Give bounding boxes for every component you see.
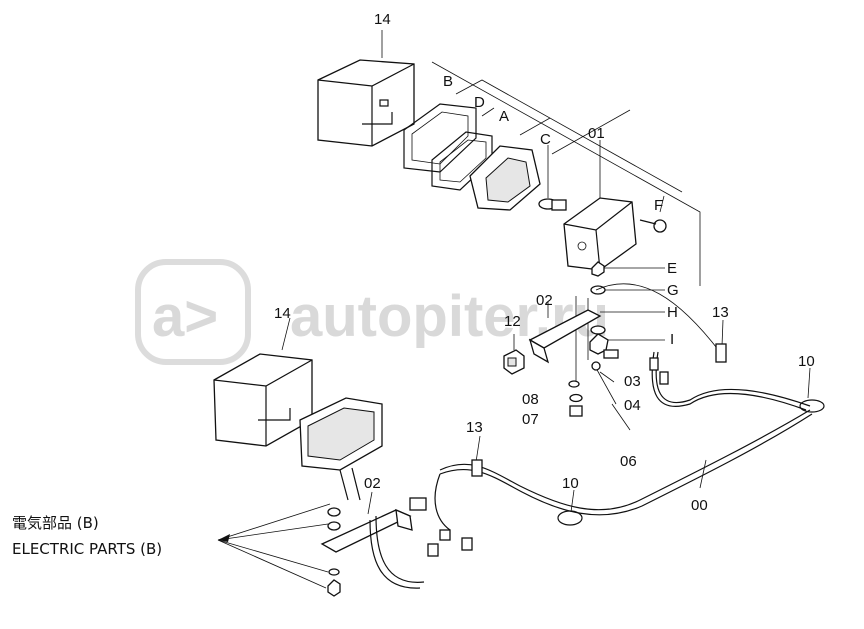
label-10-right: 10 (798, 353, 815, 370)
label-d: D (474, 94, 485, 111)
lens-a (469, 145, 541, 211)
label-i: I (670, 331, 674, 348)
label-04: 04 (624, 397, 641, 414)
bolt-03 (591, 349, 619, 371)
label-14-lower: 14 (274, 305, 291, 322)
title-japanese: 電気部品 (B) (12, 514, 99, 532)
label-01: 01 (588, 125, 605, 142)
label-a: A (499, 108, 509, 125)
nut-12 (503, 349, 525, 375)
label-03: 03 (624, 373, 641, 390)
label-e: E (667, 260, 677, 277)
label-00: 00 (691, 497, 708, 514)
label-13-lower: 13 (466, 419, 483, 436)
lamp-lower (299, 397, 383, 501)
label-14-upper: 14 (374, 11, 391, 28)
lamp-body-01 (563, 197, 637, 271)
watermark-text: autopiter.ru (290, 284, 609, 349)
label-10-lower: 10 (562, 475, 579, 492)
harness-00 (434, 283, 813, 531)
screw-f (639, 219, 667, 233)
clamp-10-right (799, 399, 825, 413)
label-06: 06 (620, 453, 637, 470)
label-f: F (654, 197, 663, 214)
clamp-13-lower (471, 459, 483, 477)
cover-upper (317, 59, 415, 147)
label-02-upper: 02 (536, 292, 553, 309)
label-13-upper: 13 (712, 304, 729, 321)
lower-hardware (327, 507, 341, 597)
reference-lines (281, 30, 811, 515)
cover-lower (213, 353, 313, 447)
label-02-lower: 02 (364, 475, 381, 492)
clamp-13-upper (715, 343, 727, 363)
fasteners-07-08 (568, 380, 583, 417)
callout-labels: 14 B D A C 01 F E G 02 H 13 I 12 14 10 0… (274, 11, 815, 514)
title-english: ELECTRIC PARTS (B) (12, 540, 162, 558)
watermark-logo: a> (152, 284, 218, 349)
bulb-c (538, 198, 567, 211)
title-leaders (217, 503, 331, 589)
label-h: H (667, 304, 678, 321)
bracket-upper (528, 309, 602, 364)
watermark: a> autopiter.ru (135, 259, 609, 365)
label-12: 12 (504, 313, 521, 330)
label-c: C (540, 131, 551, 148)
label-b: B (443, 73, 453, 90)
label-g: G (667, 282, 679, 299)
gasket-b (403, 103, 477, 173)
diagram-title: 電気部品 (B) ELECTRIC PARTS (B) (12, 514, 162, 558)
bracket-lower (320, 497, 427, 589)
clamp-10-lower (557, 510, 583, 526)
connectors (427, 357, 669, 557)
label-08: 08 (522, 391, 539, 408)
label-07: 07 (522, 411, 539, 428)
washers (589, 261, 609, 355)
